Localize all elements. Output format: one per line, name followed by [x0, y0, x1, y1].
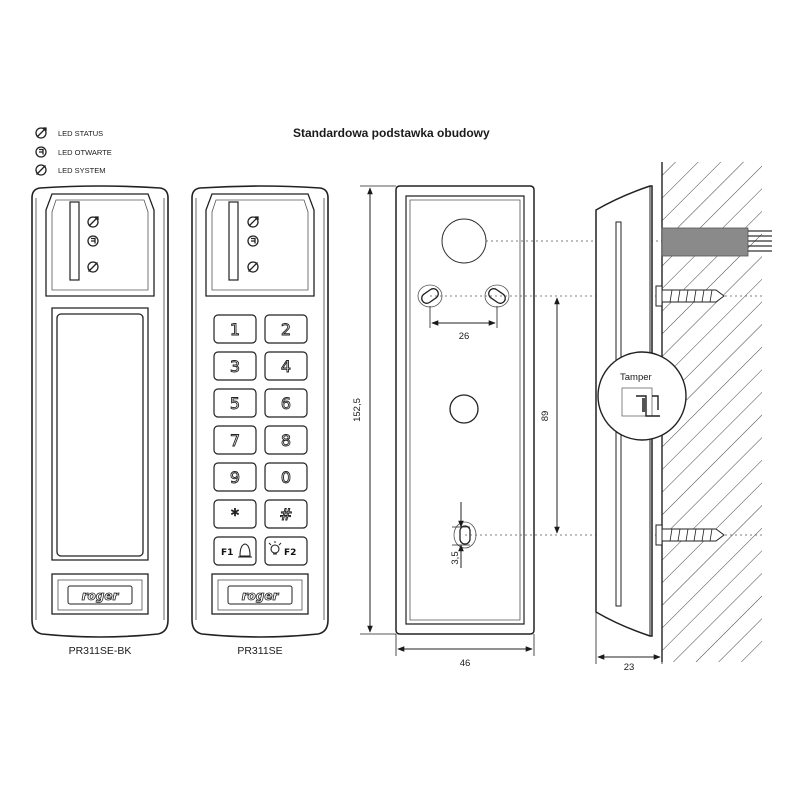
brand-logo-text: roger	[242, 589, 280, 603]
key-label: 8	[281, 431, 291, 450]
key-label: *	[231, 505, 239, 524]
key-label: 1	[230, 320, 240, 339]
model-label-pr311se: PR311SE	[237, 645, 282, 657]
key-hash: #	[264, 499, 308, 529]
brand-logo-text: roger	[82, 589, 120, 603]
key-label: 0	[281, 468, 291, 487]
dimension-height: 152,5	[352, 185, 396, 635]
dimension-depth-label: 23	[624, 662, 635, 673]
dimension-mount-spacing: 89	[540, 297, 560, 534]
led-system-icon	[35, 164, 47, 176]
cable-conduit	[661, 227, 749, 257]
led-open-icon	[87, 235, 99, 247]
led-status-icon	[87, 216, 99, 228]
key-label: 3	[230, 357, 240, 376]
key-5: 5	[213, 388, 257, 418]
key-label: #	[279, 505, 292, 524]
key-3: 3	[213, 351, 257, 381]
key-f2-label: F2	[284, 548, 296, 558]
reader-pr311se: 1 2 3 4 5 6 7 8 9 0 * # F1 F2 roger	[191, 185, 329, 638]
cable-wires	[748, 230, 772, 252]
key-0: 0	[264, 462, 308, 492]
key-6: 6	[264, 388, 308, 418]
dimension-hole-spacing-label: 26	[459, 331, 470, 342]
key-label: 4	[281, 357, 291, 376]
dimension-hole-spacing: 26	[429, 306, 498, 342]
dimension-depth: 23	[595, 612, 663, 673]
key-2: 2	[264, 314, 308, 344]
led-open-icon	[247, 235, 259, 247]
model-label-pr311se-bk: PR311SE-BK	[69, 645, 132, 657]
side-view	[595, 162, 772, 662]
key-label: 5	[230, 394, 240, 413]
led-legend: LED STATUS LED OTWARTE LED SYSTEM	[35, 127, 112, 176]
key-f1-label: F1	[221, 548, 233, 558]
led-status-icon	[35, 127, 47, 139]
led-system-icon	[87, 261, 99, 273]
tamper-label: Tamper	[620, 372, 652, 383]
dimension-mount-spacing-label: 89	[540, 411, 551, 422]
keypad: 1 2 3 4 5 6 7 8 9 0 * #	[213, 314, 308, 529]
screw-anchor-top	[655, 285, 725, 307]
legend-led-system: LED SYSTEM	[58, 166, 106, 175]
dimension-width: 46	[395, 634, 535, 669]
legend-led-open: LED OTWARTE	[58, 148, 112, 157]
key-label: 2	[281, 320, 291, 339]
dimension-slot: 3,5	[450, 502, 470, 568]
dimension-width-label: 46	[460, 658, 471, 669]
dimension-slot-label: 3,5	[450, 551, 461, 564]
key-4: 4	[264, 351, 308, 381]
key-9: 9	[213, 462, 257, 492]
tamper-callout: Tamper	[597, 351, 687, 441]
key-7: 7	[213, 425, 257, 455]
led-status-icon	[247, 216, 259, 228]
key-1: 1	[213, 314, 257, 344]
key-label: 7	[230, 431, 240, 450]
key-8: 8	[264, 425, 308, 455]
page-title: Standardowa podstawka obudowy	[293, 126, 490, 140]
led-system-icon	[247, 261, 259, 273]
light-bulb-icon	[268, 541, 282, 555]
dimension-height-label: 152,5	[352, 398, 363, 422]
reader-pr311se-bk: roger	[31, 185, 169, 638]
screw-anchor-bottom	[655, 524, 725, 546]
key-label: 9	[230, 468, 240, 487]
key-f2: F2	[264, 536, 308, 566]
key-f1: F1	[213, 536, 257, 566]
key-label: 6	[281, 394, 291, 413]
bell-icon	[238, 543, 252, 558]
key-star: *	[213, 499, 257, 529]
legend-led-status: LED STATUS	[58, 129, 103, 138]
led-open-icon	[35, 146, 47, 158]
